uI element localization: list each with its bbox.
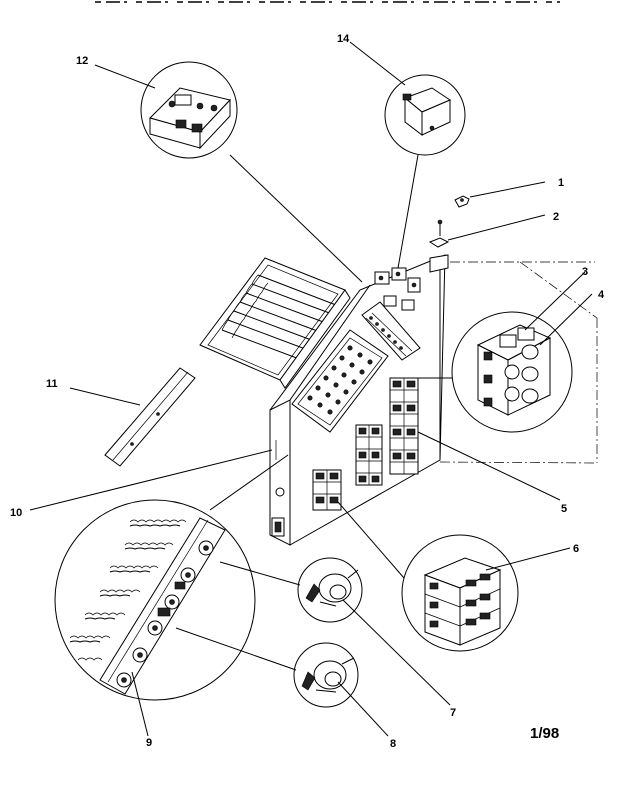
part-1-clip <box>454 195 470 208</box>
upper-relays <box>374 267 421 311</box>
revision-date: 1/98 <box>530 725 559 742</box>
coil-bank <box>199 257 351 389</box>
detail-limit-switch-7 <box>297 557 363 623</box>
callout-10: 10 <box>10 507 22 519</box>
callout-11: 11 <box>46 378 58 390</box>
callout-8: 8 <box>390 738 396 750</box>
terminal-block-middle <box>355 424 383 486</box>
boundary-lines <box>439 261 598 464</box>
callout-1: 1 <box>558 177 564 189</box>
callout-5: 5 <box>561 503 567 515</box>
callout-2: 2 <box>553 211 559 223</box>
detail-junction-box <box>384 74 466 156</box>
callout-12: 12 <box>76 55 88 67</box>
detail-terminal-rack <box>401 534 519 652</box>
terminal-block-lower <box>312 469 342 511</box>
callout-9: 9 <box>146 737 152 749</box>
callout-6: 6 <box>573 543 579 555</box>
callout-14: 14 <box>337 33 350 45</box>
detail-fuse-holder <box>451 311 573 433</box>
callout-3: 3 <box>582 266 588 278</box>
callout-4: 4 <box>598 289 605 301</box>
detail-heating-element <box>54 499 256 701</box>
leader-lines <box>29 41 593 737</box>
fuse-strip <box>361 301 421 361</box>
detail-limit-switch-8 <box>293 642 359 708</box>
circuit-board <box>291 329 389 433</box>
terminal-block-stack <box>389 377 419 475</box>
part-2-screw <box>428 219 450 248</box>
detail-contactor <box>140 61 238 159</box>
heater-housing <box>199 254 449 546</box>
callout-7: 7 <box>450 707 456 719</box>
mounting-bracket <box>104 367 196 467</box>
callout-labels: 1 2 3 4 5 6 7 8 9 10 11 12 14 <box>10 33 605 750</box>
